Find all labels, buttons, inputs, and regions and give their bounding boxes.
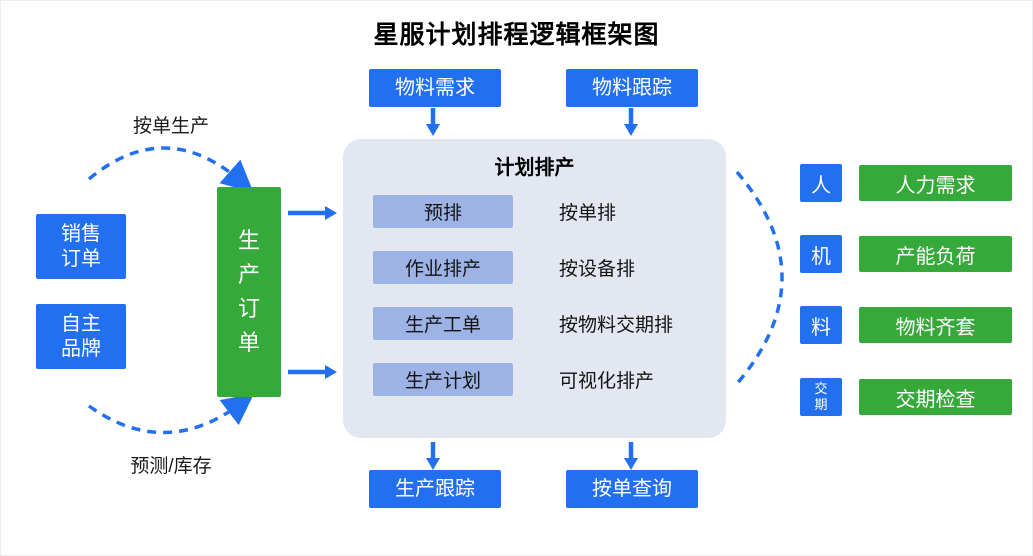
delivery-tag: 交期 [800, 378, 842, 416]
delivery-check-box: 交期检查 [859, 379, 1012, 415]
material-tracking-box: 物料跟踪 [566, 69, 698, 107]
production-plan-note: 可视化排产 [559, 371, 655, 392]
delivery-tag-label: 交期 [814, 381, 828, 412]
production-order-label: 生产订单 [237, 227, 260, 356]
capacity-load-box: 产能负荷 [859, 236, 1012, 272]
make-to-order-dashed-arc-icon [87, 146, 254, 193]
down-arrow-icon [624, 108, 638, 136]
own-brand-box: 自主品牌 [36, 304, 126, 369]
forecast-inventory-label: 预测/库存 [130, 456, 212, 477]
production-plan-box: 生产计划 [373, 363, 513, 396]
down-arrow-icon [624, 442, 638, 470]
make-to-order-label: 按单生产 [132, 116, 209, 137]
down-arrow-icon [426, 442, 440, 470]
manpower-demand-box: 人力需求 [859, 165, 1012, 201]
work-order-box: 生产工单 [373, 307, 513, 340]
job-scheduling-note: 按设备排 [559, 259, 636, 280]
work-order-note: 按物料交期排 [559, 315, 674, 336]
forecast-inventory-dashed-arc-icon [87, 393, 255, 435]
right-arrow-icon [288, 206, 337, 220]
job-scheduling-box: 作业排产 [373, 251, 513, 284]
right-arrow-icon [288, 365, 337, 379]
production-order-box: 生产订单 [217, 187, 281, 397]
material-kitting-box: 物料齐套 [859, 307, 1012, 343]
material-demand-box: 物料需求 [369, 69, 501, 107]
sales-order-box: 销售订单 [36, 214, 126, 279]
pre-scheduling-note: 按单排 [559, 203, 617, 224]
right-dashed-arc-icon [733, 170, 784, 388]
down-arrow-icon [426, 108, 440, 136]
diagram-title: 星服计划排程逻辑框架图 [373, 21, 660, 49]
sales-order-label: 销售订单 [61, 222, 101, 270]
planning-panel-title: 计划排产 [494, 157, 575, 179]
planning-panel: 计划排产 预排 按单排 作业排产 按设备排 生产工单 按物料交期排 生产计划 可… [343, 139, 726, 438]
order-query-box: 按单查询 [566, 470, 698, 508]
material-tag: 料 [800, 306, 842, 344]
production-tracking-box: 生产跟踪 [369, 470, 501, 508]
man-tag: 人 [800, 164, 842, 202]
machine-tag: 机 [800, 235, 842, 273]
own-brand-label: 自主品牌 [61, 312, 101, 360]
pre-scheduling-box: 预排 [373, 195, 513, 228]
